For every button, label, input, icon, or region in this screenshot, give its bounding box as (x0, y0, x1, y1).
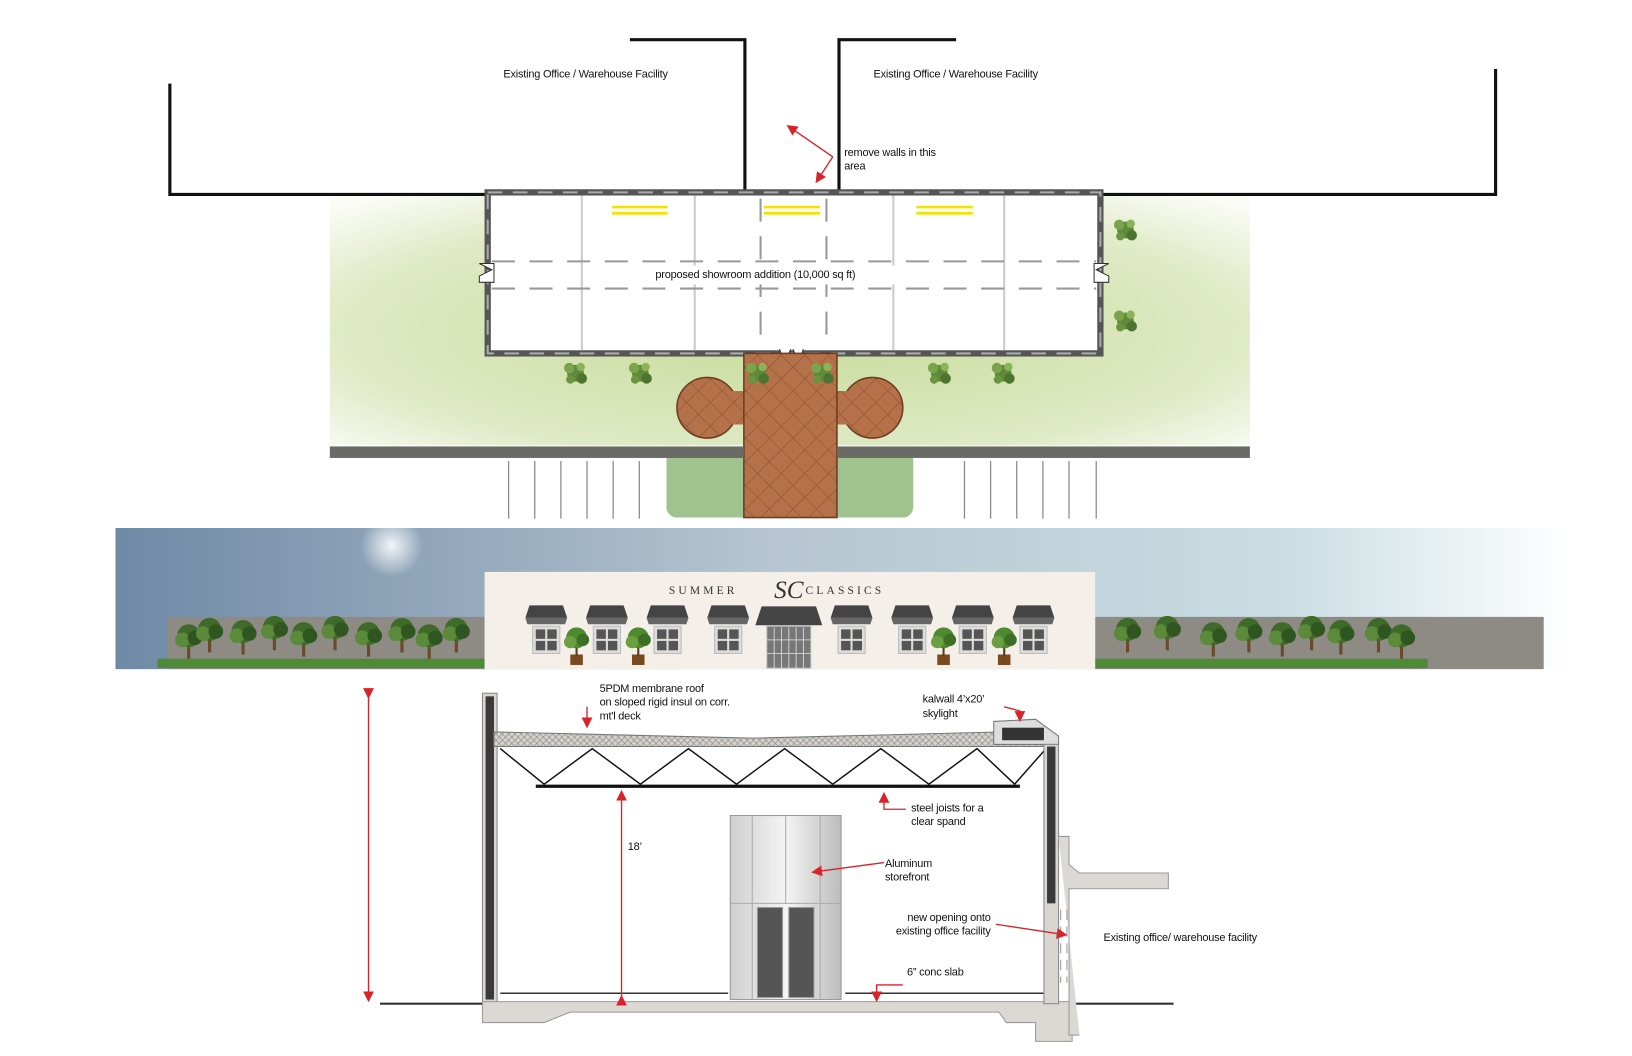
svg-text:CLASSICS: CLASSICS (806, 585, 885, 597)
front-elevation: SUMMER SC CLASSICS (115, 514, 1571, 670)
side-door-right (1093, 262, 1110, 283)
joists-label: steel joists for a (911, 802, 985, 814)
existing-facility-right-label: Existing Office / Warehouse Facility (874, 68, 1039, 80)
showroom-label: proposed showroom addition (10,000 sq ft… (655, 269, 855, 281)
new-opening-label: new opening onto (907, 912, 990, 924)
roof-label-3: mt'l deck (600, 710, 642, 722)
summer-classics-logo: SUMMER SC CLASSICS (669, 577, 885, 604)
existing-facility-left-label: Existing Office / Warehouse Facility (503, 68, 668, 80)
existing-facility-label: Existing office/ warehouse facility (1104, 932, 1258, 944)
trees-right (1095, 615, 1428, 669)
storefront-label-2: storefront (885, 871, 929, 883)
road-right (836, 446, 1250, 458)
parking-stripes (507, 461, 1097, 519)
svg-text:SUMMER: SUMMER (669, 585, 738, 597)
building-section: 5PDM membrane roof on sloped rigid insul… (363, 683, 1258, 1042)
new-opening-label-2: existing office facility (896, 926, 991, 938)
roof-label-2: on sloped rigid insul on corr. (600, 697, 730, 709)
existing-facility-section (1058, 835, 1169, 1036)
storefront-label: Aluminum (885, 858, 932, 870)
remove-walls-label-2: area (844, 160, 866, 172)
road (329, 446, 744, 458)
ceiling-height-label: 18’ (628, 841, 642, 853)
trees-left (157, 615, 487, 669)
floor-slab (481, 1001, 1073, 1042)
existing-wall-left (168, 38, 747, 197)
sun (360, 514, 423, 578)
skylight-label-2: skylight (923, 708, 958, 720)
side-door-left (478, 262, 495, 283)
aluminum-storefront (729, 815, 842, 1001)
slab-label: 6” conc slab (907, 966, 964, 978)
logo-mark: SC (774, 577, 804, 604)
steel-joists (499, 747, 1047, 788)
existing-wall-right (837, 38, 1498, 197)
remove-walls-arrow (786, 124, 834, 184)
site-plan: Existing Office / Warehouse Facility Exi… (168, 38, 1498, 519)
joists-label-2: clear spand (911, 816, 966, 828)
facade-entry (755, 606, 823, 669)
showroom-plan (478, 189, 1110, 364)
roof-deck (493, 731, 1049, 748)
remove-walls-label: remove walls in this (844, 147, 936, 159)
skylight-label: kalwall 4’x20’ (923, 694, 985, 706)
annotation-arrows (581, 706, 1068, 1006)
roof-label: 5PDM membrane roof (600, 683, 705, 695)
